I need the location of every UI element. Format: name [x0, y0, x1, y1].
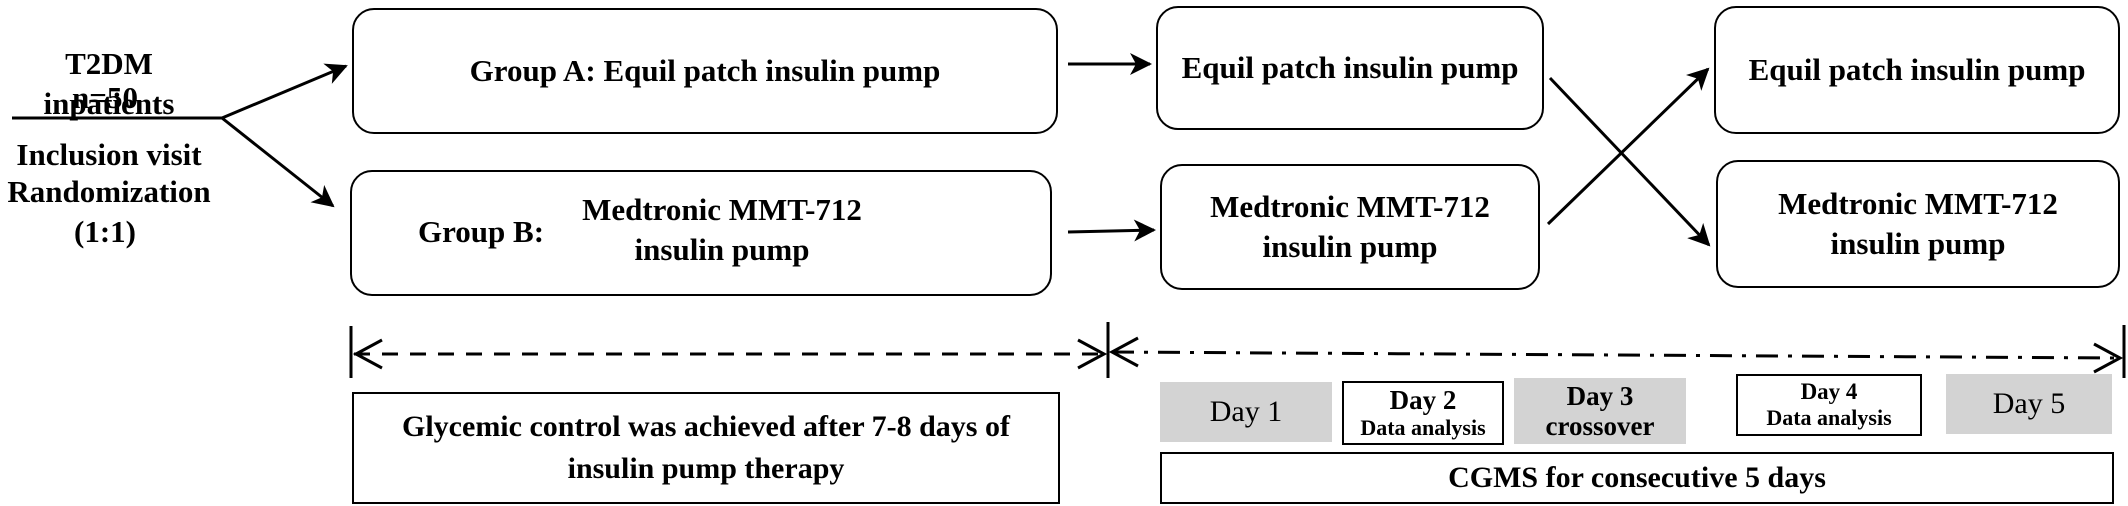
day-4-label: Day 4 — [1800, 379, 1858, 404]
glycemic-control-line2: insulin pump therapy — [567, 452, 845, 485]
population-label: T2DM inpatients — [43, 46, 175, 121]
group-b-pump-line1: Medtronic MMT-712 — [582, 192, 862, 227]
day-4-box: Day 4 Data analysis — [1736, 374, 1922, 436]
group-b-prefix: Group B: — [418, 214, 545, 249]
day-2-sub: Data analysis — [1360, 415, 1486, 440]
timeline-therapy-right-head — [1077, 338, 1108, 370]
day-2-label: Day 2 — [1389, 385, 1457, 415]
day-3-box: Day 3 crossover — [1514, 378, 1686, 444]
crossover-arrow-equil-to-medtronic — [1548, 76, 1711, 247]
sample-size-label: n=50 — [72, 80, 138, 115]
allocation-ratio-label: (1:1) — [74, 214, 136, 249]
period1-medtronic-box: Medtronic MMT-712 insulin pump — [1160, 164, 1540, 290]
group-b-box: Group B: Medtronic MMT-712 insulin pump — [350, 170, 1052, 296]
period2-medtronic-line2: insulin pump — [1830, 226, 2006, 261]
cgms-label: CGMS for consecutive 5 days — [1448, 461, 1826, 494]
group-a-label: Group A: Equil patch insulin pump — [469, 53, 941, 88]
crossover-arrow-medtronic-to-equil — [1546, 67, 1710, 226]
day-1-label: Day 1 — [1209, 395, 1283, 428]
period1-equil-box: Equil patch insulin pump — [1156, 6, 1544, 130]
period2-equil-label: Equil patch insulin pump — [1748, 52, 2086, 87]
day-3-sub: crossover — [1545, 411, 1655, 441]
period1-equil-label: Equil patch insulin pump — [1181, 50, 1519, 85]
arrow-to-group-b — [221, 116, 335, 208]
arrow-to-group-a — [221, 63, 348, 120]
glycemic-control-box: Glycemic control was achieved after 7-8 … — [352, 392, 1060, 504]
arrow-group-b-to-medtronic — [1067, 219, 1156, 242]
group-b-pump-line2: insulin pump — [634, 232, 810, 267]
period2-equil-box: Equil patch insulin pump — [1714, 6, 2120, 134]
group-a-box: Group A: Equil patch insulin pump — [352, 8, 1058, 134]
day-5-box: Day 5 — [1946, 374, 2112, 434]
day-4-sub: Data analysis — [1766, 405, 1892, 430]
randomization-label: Randomization — [7, 174, 211, 209]
inclusion-visit-label: Inclusion visit — [16, 137, 202, 172]
period1-medtronic-line1: Medtronic MMT-712 — [1210, 189, 1490, 224]
day-2-box: Day 2 Data analysis — [1342, 381, 1504, 445]
day-3-label: Day 3 — [1566, 381, 1634, 411]
timeline-cgms-left-head — [1108, 336, 1139, 368]
group-b-pump: Medtronic MMT-712 insulin pump — [572, 190, 872, 270]
period2-medtronic-line1: Medtronic MMT-712 — [1778, 186, 2058, 221]
cgms-box: CGMS for consecutive 5 days — [1160, 452, 2114, 504]
timeline-cgms-right-head — [2093, 342, 2124, 374]
period2-medtronic-box: Medtronic MMT-712 insulin pump — [1716, 160, 2120, 288]
day-1-box: Day 1 — [1160, 382, 1332, 442]
glycemic-control-line1: Glycemic control was achieved after 7-8 … — [402, 410, 1010, 443]
timeline-therapy-left-head — [352, 338, 383, 370]
period1-medtronic-line2: insulin pump — [1262, 229, 1438, 264]
timeline-cgms-dashdot — [1111, 350, 2121, 360]
day-5-label: Day 5 — [1992, 387, 2066, 420]
